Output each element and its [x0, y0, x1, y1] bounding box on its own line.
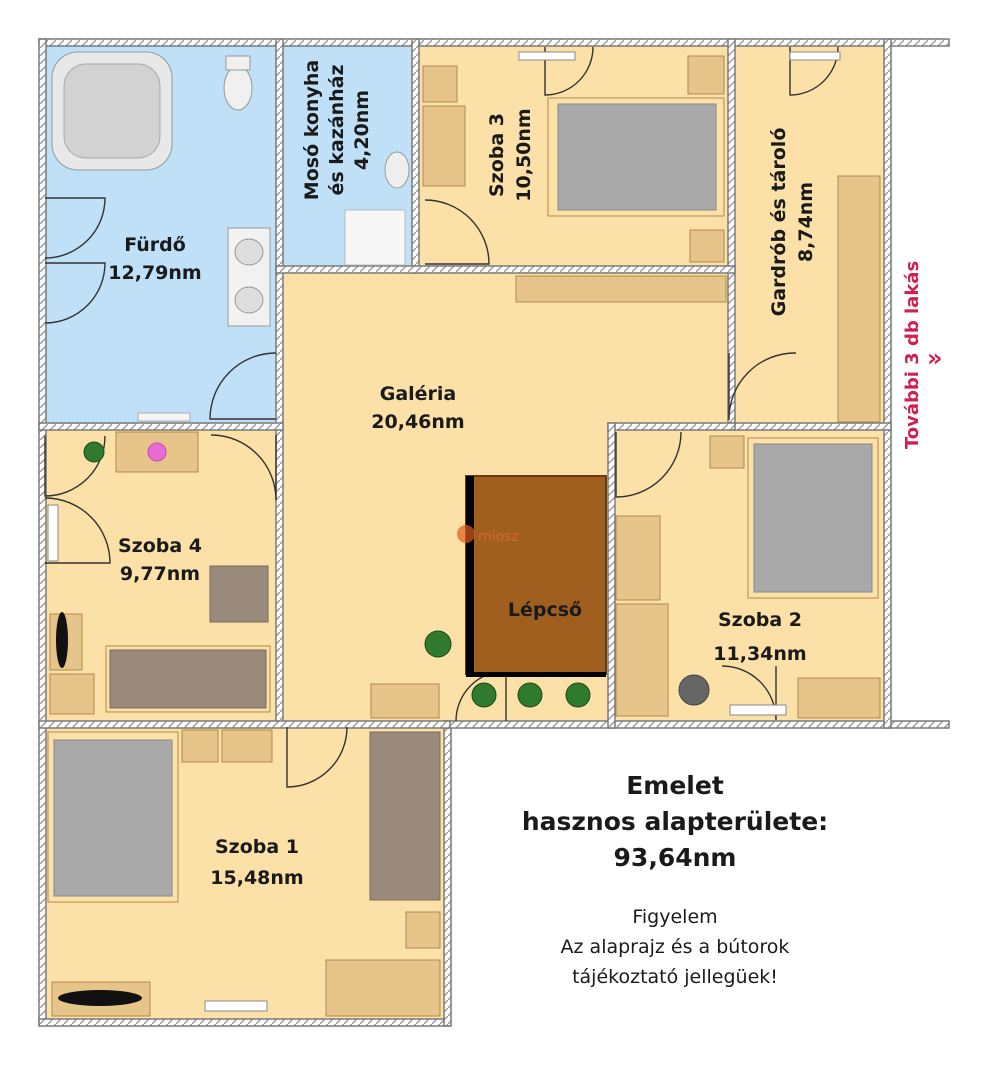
- summary-block: Emelet hasznos alapterülete: 93,64nm Fig…: [470, 768, 880, 992]
- side-note-text: További 3 db lakás: [902, 261, 923, 449]
- label-szoba1: Szoba 1: [215, 836, 299, 858]
- disclaimer-line-3: tájékoztató jellegüek!: [572, 966, 778, 988]
- watermark: miosz: [457, 525, 519, 545]
- side-arrow-icon: »: [927, 344, 943, 372]
- area-szoba3: 10,50nm: [513, 108, 535, 201]
- summary-line-2: hasznos alapterülete:: [521, 807, 829, 836]
- label-moso-2: és kazánház: [326, 64, 348, 195]
- label-furdo: Fürdő: [124, 234, 186, 256]
- label-szoba2: Szoba 2: [718, 609, 802, 631]
- sofa: [369, 731, 441, 901]
- label-gardrob: Gardrób és tároló: [768, 128, 790, 317]
- staircase: [465, 475, 607, 675]
- area-szoba4: 9,77nm: [120, 563, 200, 585]
- laundry-sink: [384, 151, 410, 189]
- windows: [47, 51, 841, 1012]
- area-szoba1: 15,48nm: [210, 867, 303, 889]
- label-szoba3: Szoba 3: [486, 113, 508, 197]
- area-gardrob: 8,74nm: [795, 182, 817, 262]
- disclaimer-line-1: Figyelem: [632, 906, 718, 928]
- label-szoba4: Szoba 4: [118, 535, 202, 557]
- summary-line-3: 93,64nm: [613, 843, 737, 872]
- walls: [38, 38, 950, 1027]
- toilet: [223, 65, 253, 111]
- watermark-text: miosz: [478, 529, 519, 545]
- washing-machine: [344, 209, 406, 266]
- disclaimer-line-2: Az alaprajz és a bútorok: [560, 936, 790, 958]
- summary-line-1: Emelet: [626, 771, 724, 800]
- label-galeria: Galéria: [380, 383, 457, 405]
- plants: [83, 441, 591, 708]
- area-furdo: 12,79nm: [108, 262, 201, 284]
- label-moso-1: Mosó konyha: [301, 60, 323, 200]
- room-labels: Fürdő 12,79nm Mosó konyha és kazánház 4,…: [108, 60, 817, 889]
- bath-fixtures: [51, 51, 410, 422]
- area-moso: 4,20nm: [351, 90, 373, 170]
- disclaimer: Figyelem Az alaprajz és a bútorok tájéko…: [470, 902, 880, 992]
- area-szoba2: 11,34nm: [713, 643, 806, 665]
- area-galeria: 20,46nm: [371, 411, 464, 433]
- label-lepcso: Lépcső: [508, 599, 582, 621]
- furniture: [47, 55, 881, 1017]
- ceiling-fans: [56, 612, 142, 1006]
